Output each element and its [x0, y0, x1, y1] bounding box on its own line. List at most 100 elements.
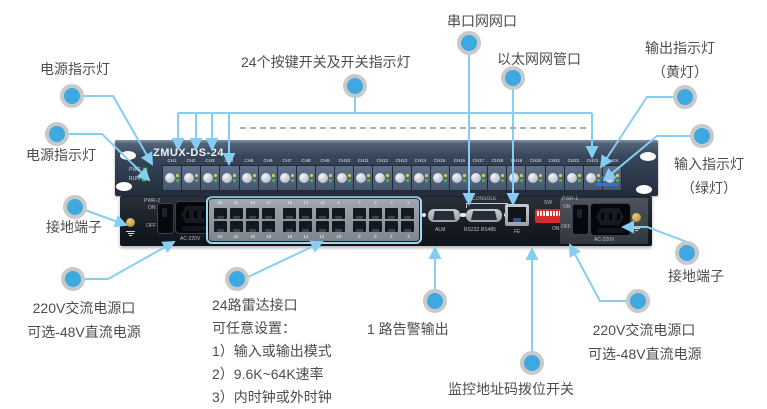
channel-label: CH15 — [434, 158, 446, 164]
rs232-rs485-label: RS232 RS485 — [464, 227, 496, 233]
pwr-led-label: PWR — [129, 166, 141, 173]
green-led — [348, 179, 352, 182]
channel-label: CH6 — [263, 158, 273, 164]
channel-button — [547, 173, 558, 183]
rj45-column: 5 6 — [368, 200, 384, 240]
label-output-line2: （黄灯） — [652, 64, 708, 80]
rj45-port — [385, 208, 399, 219]
rj45-column: 9 10 — [330, 200, 346, 240]
label-radar-line2: 可任意设置： — [212, 320, 296, 336]
channel-module: CH1 — [162, 158, 183, 191]
yellow-led — [596, 174, 600, 177]
yellow-led — [443, 174, 447, 177]
radar-port-block: 23 24 21 22 19 20 17 — [206, 196, 422, 244]
label-radar-line5: 3）内时钟或外时钟 — [212, 389, 332, 405]
rj45-port — [401, 208, 415, 219]
alm-label: ALM — [435, 227, 446, 233]
green-led — [367, 179, 371, 182]
dip-switch — [535, 209, 563, 223]
rj45-port — [245, 208, 259, 219]
port-number-top: 15 — [287, 200, 293, 206]
channel-module: CH16 — [448, 158, 469, 191]
off-label-left: OFF — [146, 223, 156, 229]
green-led — [214, 179, 218, 182]
channel-label: CH3 — [205, 158, 215, 164]
rj45-port — [213, 208, 227, 219]
pwr-led — [142, 167, 147, 172]
label-radar-line4: 2）9.6K~64K速率 — [212, 366, 324, 382]
channel-leds — [386, 174, 390, 182]
rj45-port — [331, 208, 345, 219]
rj45-port — [283, 208, 297, 219]
channel-button — [585, 173, 596, 183]
channel-label: CH16 — [453, 158, 465, 164]
console-label: CONSOLE — [472, 196, 497, 202]
port-number-top: 19 — [250, 200, 255, 206]
channel-leds — [424, 174, 428, 182]
channel-button — [451, 173, 462, 183]
line-radar — [247, 240, 324, 278]
channel-module: CH12 — [372, 158, 393, 191]
channel-label: CH8 — [301, 158, 311, 164]
channel-button — [356, 173, 367, 183]
label-radar-line3: 1）输入或输出模式 — [212, 343, 332, 359]
green-led — [501, 179, 505, 182]
green-led — [329, 179, 333, 182]
port-number-bottom: 18 — [266, 234, 271, 240]
yellow-led — [176, 174, 180, 177]
channel-label: CH23 — [587, 158, 599, 164]
channel-module: CH20 — [525, 158, 546, 191]
label-input-indicator: 输入指示灯 （绿灯） — [659, 152, 759, 200]
channel-label: CH4 — [224, 158, 234, 164]
rj45-column: 3 4 — [384, 200, 400, 240]
pwr2-label: PWR-2 — [144, 198, 161, 204]
yellow-led — [329, 174, 333, 177]
power-run-leds: PWR RUN — [129, 165, 147, 183]
mount-hole — [120, 151, 136, 160]
port-number-top: 5 — [374, 200, 377, 206]
rj45-port — [213, 221, 227, 232]
green-led — [252, 179, 256, 182]
port-number-bottom: 8 — [358, 234, 361, 240]
green-led — [520, 179, 524, 182]
rj45-column: 17 18 — [261, 200, 277, 240]
channel-module: CH2 — [181, 158, 202, 191]
channel-module: CH14 — [410, 158, 431, 191]
label-ethernet-port: 以太网网管口 — [497, 51, 581, 67]
callout-dot — [626, 289, 650, 313]
channel-leds — [176, 174, 180, 182]
channel-button — [184, 173, 195, 183]
yellow-led — [252, 174, 256, 177]
rj45-port — [369, 221, 383, 232]
port-number-bottom: 20 — [250, 234, 255, 240]
label-input-line2: （绿灯） — [681, 180, 737, 196]
dip-on-label: ON — [552, 226, 560, 232]
channel-module: CH5 — [238, 158, 259, 191]
channel-label: CH5 — [244, 158, 254, 164]
callout-dot — [673, 85, 697, 109]
channel-label: CH18 — [491, 158, 503, 164]
console-db9-connector — [460, 209, 508, 222]
channel-module: CH22 — [563, 158, 584, 191]
rj45-port — [352, 221, 366, 232]
ac-label-right: AC-220V — [594, 237, 615, 243]
channel-module: CH21 — [544, 158, 565, 191]
label-power-left-line1: 220V交流电源口 — [32, 300, 136, 316]
rj45-port — [352, 208, 366, 219]
label-power-indicator-top: 电源指示灯 — [40, 61, 110, 77]
yellow-led — [405, 174, 409, 177]
channel-leds — [539, 174, 543, 182]
pwr1-label: PWR-1 — [562, 196, 579, 202]
rj45-column: 13 14 — [298, 200, 314, 240]
green-led — [195, 179, 199, 182]
label-dip-switch: 监控地址码拨位开关 — [448, 381, 574, 397]
ground-stud-left — [126, 218, 135, 227]
channel-button — [432, 173, 443, 183]
channel-leds — [443, 174, 447, 182]
port-number-top: 3 — [390, 200, 393, 206]
yellow-led — [367, 174, 371, 177]
channel-button — [566, 173, 577, 183]
channel-leds — [462, 174, 466, 182]
yellow-led — [290, 174, 294, 177]
